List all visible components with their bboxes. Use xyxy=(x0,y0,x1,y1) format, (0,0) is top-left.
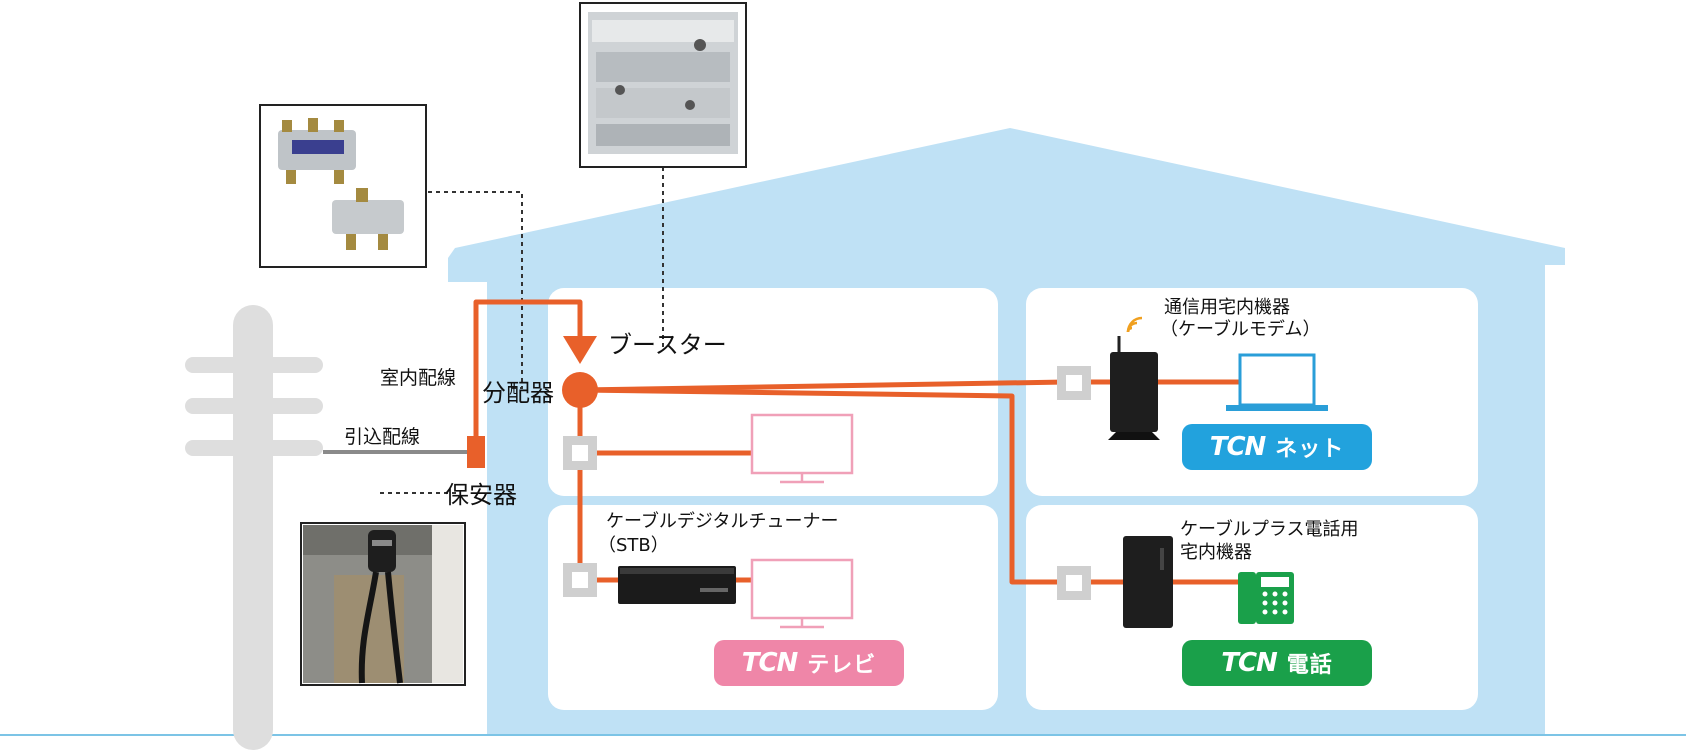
phone-icon xyxy=(1238,572,1294,624)
splitter-photo xyxy=(259,104,427,268)
laptop-icon xyxy=(1226,353,1328,411)
router-icon xyxy=(1108,336,1160,440)
tcn-logo: TCN xyxy=(1221,648,1278,678)
tcn-phone-badge: TCN 電話 xyxy=(1182,640,1372,686)
modem-label-line1: 通信用宅内機器 xyxy=(1164,297,1290,318)
booster-symbol xyxy=(563,336,597,364)
phone-device-label-line1: ケーブルプラス電話用 xyxy=(1180,519,1359,540)
set-top-box-icon xyxy=(618,566,736,604)
drop-wiring-label: 引込配線 xyxy=(344,426,421,448)
utility-pole xyxy=(185,305,323,750)
indoor-wiring-label: 室内配線 xyxy=(380,367,457,389)
protector-photo xyxy=(300,522,466,686)
tv-icon xyxy=(750,413,854,484)
tv-icon xyxy=(750,558,854,629)
splitter-label: 分配器 xyxy=(482,379,554,407)
booster-photo xyxy=(579,2,747,168)
tcn-phone-badge-text: 電話 xyxy=(1286,653,1333,678)
tcn-tv-badge: TCN テレビ xyxy=(714,640,904,686)
protector-box xyxy=(467,436,485,468)
tcn-logo: TCN xyxy=(741,648,799,678)
splitter-symbol xyxy=(562,372,598,408)
tcn-net-badge-text: ネット xyxy=(1275,437,1345,462)
modem-label-line2: （ケーブルモデム） xyxy=(1160,319,1321,340)
protector-label: 保安器 xyxy=(445,481,517,509)
house-roof-left-cap xyxy=(448,248,455,282)
tcn-tv-badge-text: テレビ xyxy=(807,653,877,678)
booster-label: ブースター xyxy=(608,331,727,359)
tcn-logo: TCN xyxy=(1209,432,1267,462)
wall-outlets xyxy=(563,366,1091,600)
phone-device-label-line2: 宅内機器 xyxy=(1180,542,1252,563)
wifi-icon xyxy=(1126,316,1143,333)
stb-name-label: ケーブルデジタルチューナー xyxy=(606,511,839,532)
phone-adapter-icon xyxy=(1123,536,1173,628)
tcn-net-badge: TCN ネット xyxy=(1182,424,1372,470)
leader-lines xyxy=(380,167,664,494)
stb-abbr-label: （STB） xyxy=(598,535,669,556)
